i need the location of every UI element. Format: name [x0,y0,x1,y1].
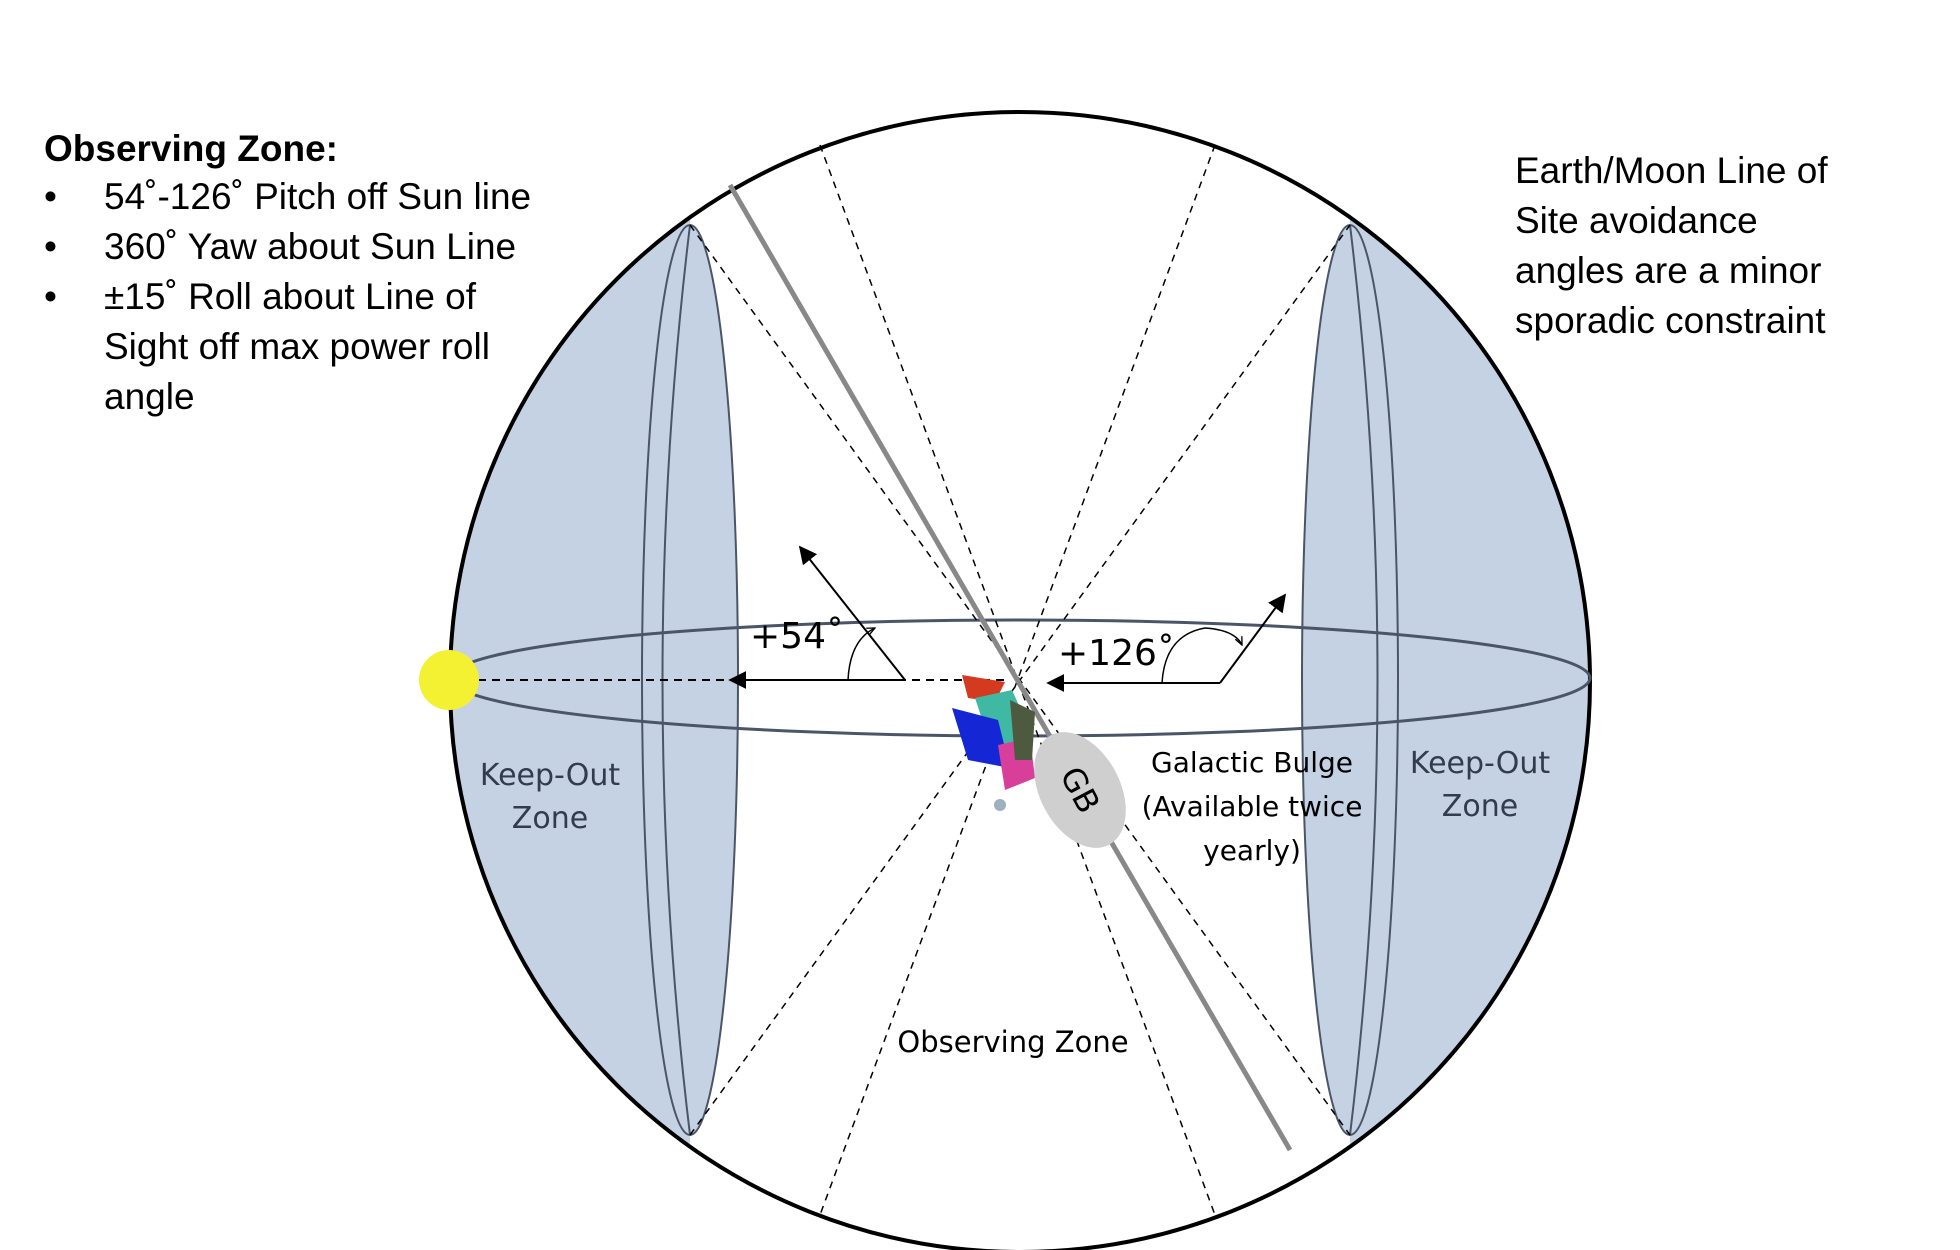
bullet-roll-end: angle [104,376,195,417]
observing-zone-title: Observing Zone: [44,128,338,169]
right-keep-out-label-line1: Keep-Out [1410,746,1550,781]
right-zone-cap-fill [1302,225,1398,1135]
angle-126-label: +126˚ [1058,633,1175,674]
earth-moon-note-line1: Earth/Moon Line of [1515,150,1828,191]
earth-moon-note-line3: angles are a minor [1515,250,1822,291]
galactic-bulge-marker [1034,732,1126,848]
bullet-roll: ±15˚ Roll about Line of [44,272,604,322]
galactic-bulge-line [727,183,1293,1152]
earth-moon-note-line4: sporadic constraint [1515,300,1826,341]
pitch-54-indicator [728,545,906,689]
galactic-bulge-label-line2: (Available twice [1142,790,1363,823]
galactic-bulge-label-line3: yearly) [1203,834,1301,867]
bullet-pitch: 54˚-126˚ Pitch off Sun line [44,172,604,222]
right-keep-out-label-line2: Zone [1442,789,1518,824]
bullet-yaw: 360˚ Yaw about Sun Line [44,222,604,272]
earth-moon-note-line2: Site avoidance [1515,200,1758,241]
earth-moon-note: Earth/Moon Line of Site avoidance angles… [1515,146,1935,346]
bullet-roll-continued: Sight off max power roll [104,326,490,367]
spacecraft-icon [952,675,1035,811]
angle-54-label: +54˚ [750,616,844,657]
left-keep-out-label-line2: Zone [512,801,588,836]
sun-icon [419,650,479,710]
left-keep-out-label-line1: Keep-Out [480,758,620,793]
observing-zone-label: Observing Zone [897,1025,1128,1059]
observing-zone-bullets: 54˚-126˚ Pitch off Sun line 360˚ Yaw abo… [44,172,604,422]
pitch-126-indicator [1046,593,1287,692]
galactic-bulge-label-line1: Galactic Bulge [1151,746,1353,779]
